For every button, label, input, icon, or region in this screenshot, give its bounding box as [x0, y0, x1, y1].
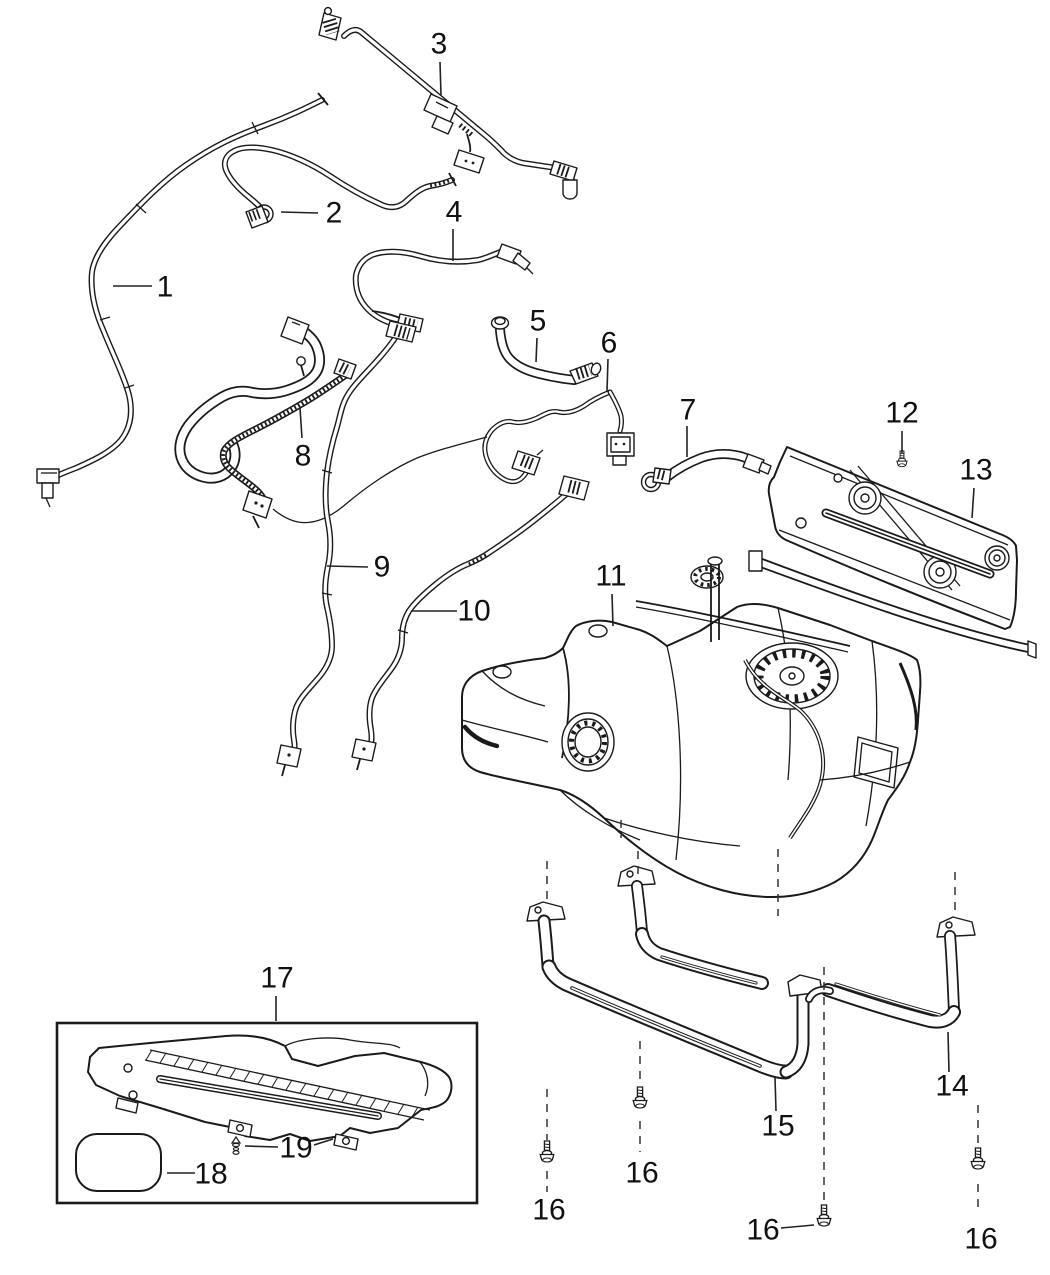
tank-filler-cap-ring — [561, 712, 615, 772]
fuel-hose-5 — [490, 316, 602, 385]
callout-label-15: 15 — [761, 1110, 794, 1143]
line-3-clamp — [423, 93, 458, 135]
leader-line-19 — [313, 1138, 334, 1146]
fuel-line-2 — [221, 144, 457, 229]
hose-8-branch-connector — [242, 490, 273, 529]
shield-grommet-1 — [848, 481, 882, 515]
callout-label-10: 10 — [457, 595, 490, 628]
tank-side-panel — [853, 736, 899, 789]
pad-18 — [75, 1133, 162, 1192]
leader-line-19 — [244, 1145, 279, 1148]
bolt-part-16 — [539, 1140, 555, 1163]
shield-slot — [821, 508, 995, 579]
shield-lower-lip — [748, 550, 1037, 659]
line-9-end-connector — [276, 744, 302, 777]
fuel-hose-8 — [174, 316, 357, 529]
shield-hatching — [145, 1049, 419, 1118]
leader-line-2 — [280, 211, 319, 214]
fuel-line-4 — [352, 243, 534, 333]
hose-7-end-fitting — [742, 453, 772, 475]
bolt-part-16 — [632, 1086, 648, 1109]
callout-label-5: 5 — [530, 305, 547, 338]
screw-part-12 — [896, 450, 908, 468]
leader-line-3 — [439, 61, 442, 96]
callout-label-3: 3 — [431, 28, 448, 61]
callout-label-6: 6 — [601, 327, 618, 360]
hose-8-nipple — [296, 356, 306, 377]
callout-label-2: 2 — [326, 197, 343, 230]
leader-line-14 — [947, 1031, 950, 1073]
line-1-quick-connector — [36, 468, 60, 508]
callout-label-16: 16 — [532, 1194, 565, 1227]
line-3-branch-connector — [453, 133, 485, 174]
line-6-left-connector — [511, 449, 544, 476]
tank-strap-15-rear — [617, 865, 769, 990]
callout-label-13: 13 — [959, 454, 992, 487]
heat-shield — [748, 446, 1037, 659]
leader-line-5 — [535, 337, 538, 363]
callout-label-12: 12 — [885, 397, 918, 430]
skid-shield-17 — [87, 1034, 453, 1151]
hose-8-top-fitting — [333, 358, 357, 380]
callout-label-8: 8 — [295, 440, 312, 473]
tank-vent-pipe — [707, 556, 723, 642]
line-10-top-connector — [558, 475, 590, 501]
callout-label-17: 17 — [260, 962, 293, 995]
line-9-top-fitting — [385, 320, 417, 343]
callout-label-1: 1 — [157, 271, 174, 304]
fuel-hose-7 — [640, 449, 772, 493]
alignment-dashed-lines — [546, 820, 979, 1212]
tank-strap-15 — [526, 901, 823, 1080]
line-4-right-fitting — [496, 243, 534, 275]
shield-grommet-3 — [984, 545, 1010, 571]
callout-label-19: 19 — [279, 1132, 312, 1165]
shield-slot-17 — [156, 1075, 382, 1120]
tank-strap-14 — [805, 916, 976, 1029]
callout-label-11: 11 — [595, 560, 626, 593]
fuel-line-3 — [318, 6, 578, 200]
shield-grommet-2 — [923, 555, 957, 589]
leader-line-6 — [606, 358, 609, 392]
bolt-part-16 — [970, 1147, 986, 1170]
leader-line-16 — [780, 1224, 815, 1229]
inset-box-17 — [55, 1021, 479, 1205]
hose-8-open-end — [280, 316, 310, 345]
callout-label-16: 16 — [625, 1157, 658, 1190]
hose-5-cap — [490, 316, 510, 330]
callout-label-7: 7 — [680, 394, 697, 427]
callout-label-9: 9 — [374, 551, 391, 584]
fuel-line-10 — [351, 475, 590, 771]
fuel-line-1 — [36, 92, 329, 508]
leader-line-15 — [774, 1077, 777, 1112]
callout-label-4: 4 — [446, 196, 463, 229]
line-6-square-connector — [606, 432, 635, 466]
line-2-elbow-connector — [245, 204, 274, 229]
leader-line-9 — [326, 565, 369, 568]
leader-line-11 — [611, 593, 614, 627]
hose-5-end-fitting — [569, 362, 602, 385]
callout-label-14: 14 — [935, 1070, 968, 1103]
line-3-end-fitting — [549, 160, 578, 200]
callout-label-16: 16 — [746, 1214, 779, 1247]
leader-line-13 — [971, 487, 975, 519]
bolt-part-16 — [816, 1204, 832, 1227]
hose-7-flange-connector — [640, 467, 672, 493]
fuel-line-6 — [272, 389, 635, 524]
callout-label-18: 18 — [194, 1158, 227, 1191]
line-10-end-connector — [351, 738, 377, 771]
leader-line-8 — [299, 407, 303, 439]
callout-label-16: 16 — [964, 1223, 997, 1256]
line-3-top-connector — [318, 6, 342, 41]
tank-pump-module — [745, 642, 839, 710]
fuel-tank — [461, 556, 922, 898]
